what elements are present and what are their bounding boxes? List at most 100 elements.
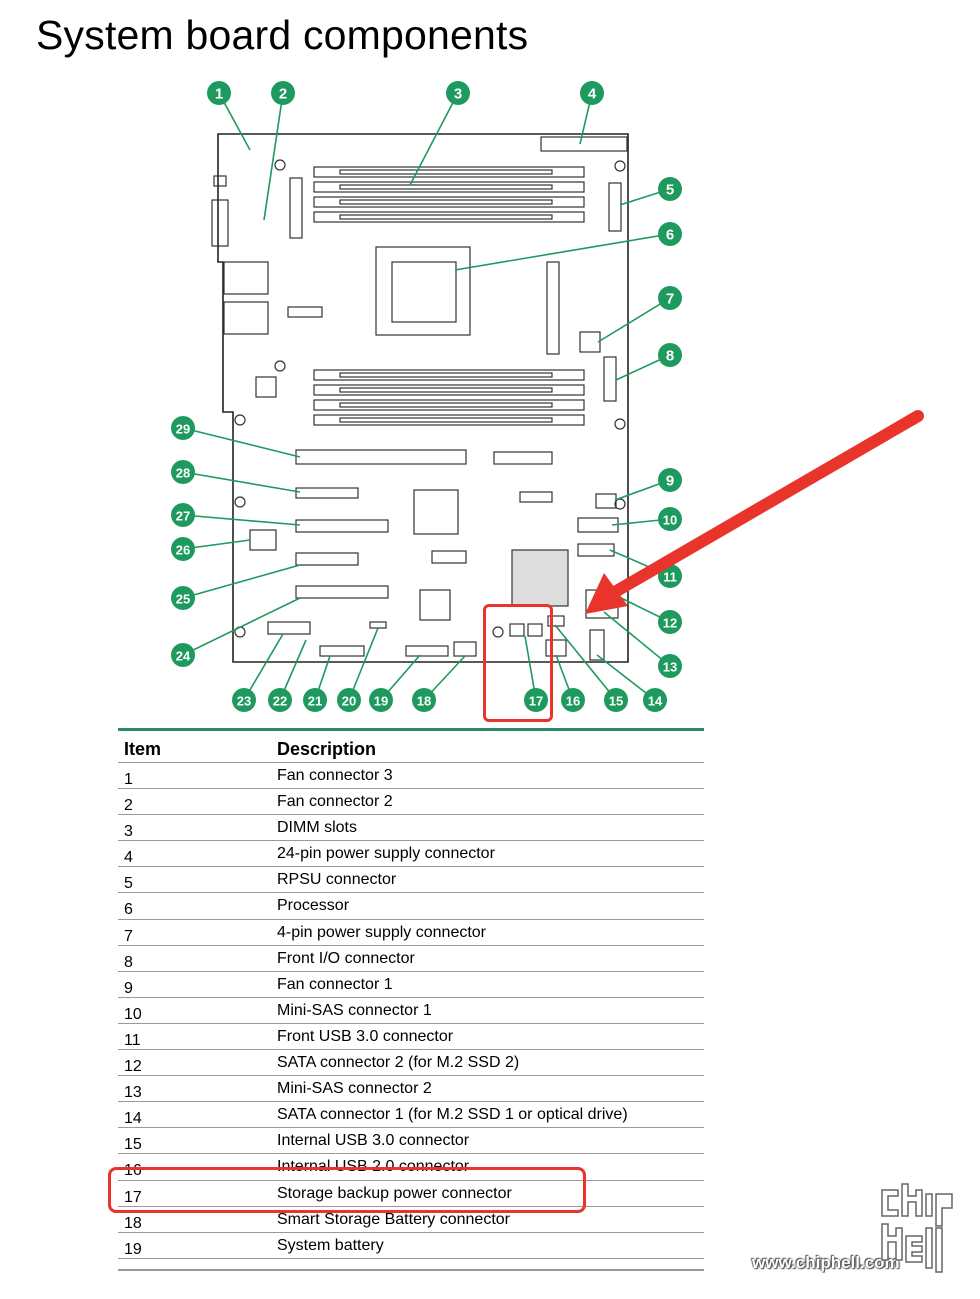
callout-26: 26 — [171, 537, 195, 561]
row-item-number: 5 — [124, 875, 133, 893]
callout-label: 5 — [666, 182, 674, 199]
row-item-number: 11 — [124, 1031, 141, 1049]
callout-18: 18 — [412, 688, 436, 712]
leader-line — [182, 514, 301, 526]
dimm-slot-inner — [339, 184, 553, 190]
callout-24: 24 — [171, 643, 195, 667]
connector-20 — [369, 621, 387, 629]
dimm-slot-inner — [339, 372, 553, 378]
pcie-slot-27 — [295, 519, 389, 533]
leader-line — [243, 633, 284, 701]
callout-17-highlight — [483, 604, 553, 722]
row-description: Internal USB 3.0 connector — [277, 1132, 470, 1150]
row-description: SATA connector 2 (for M.2 SSD 2) — [277, 1054, 520, 1072]
callout-circle — [303, 688, 327, 712]
callout-4: 4 — [580, 81, 604, 105]
dimm-slot-inner — [339, 417, 553, 423]
callout-circle — [658, 286, 682, 310]
callout-27: 27 — [171, 503, 195, 527]
connector-21 — [319, 645, 365, 657]
callout-label: 28 — [176, 466, 190, 481]
connector-26 — [249, 529, 277, 551]
callout-label: 20 — [342, 694, 356, 709]
callout-label: 19 — [374, 694, 388, 709]
pcie-slot-29 — [295, 449, 467, 465]
leader-line — [348, 627, 379, 701]
callout-label: 3 — [454, 86, 462, 103]
leader-line — [182, 597, 301, 656]
row-description: 24-pin power supply connector — [277, 845, 495, 863]
callout-label: 4 — [588, 86, 597, 103]
callout-label: 29 — [176, 422, 190, 437]
page-title: System board components — [36, 12, 529, 58]
leader-line — [263, 92, 284, 221]
row-description: RPSU connector — [277, 871, 397, 889]
table-row: 10 Mini-SAS connector 1 — [118, 998, 704, 1024]
mounting-hole — [234, 414, 246, 426]
row-item-number: 19 — [124, 1240, 142, 1258]
callout-1: 1 — [207, 81, 231, 105]
rear-io-lan — [223, 301, 269, 335]
table-bottom-rule — [118, 1269, 704, 1271]
callout-12: 12 — [658, 610, 682, 634]
leader-line — [182, 427, 301, 458]
callout-label: 13 — [663, 660, 677, 675]
row-item-number: 6 — [124, 901, 133, 919]
dimm-slot-inner — [339, 169, 553, 175]
callout-circle — [207, 81, 231, 105]
front-usb-3 — [577, 543, 615, 557]
callout-5: 5 — [658, 177, 682, 201]
row-item-number: 12 — [124, 1058, 142, 1076]
callout-21: 21 — [303, 688, 327, 712]
callout-13: 13 — [658, 654, 682, 678]
callout-circle — [369, 688, 393, 712]
callout-label: 25 — [176, 592, 190, 607]
dimm-slot-inner — [339, 214, 553, 220]
callout-19: 19 — [369, 688, 393, 712]
storage-backup-a — [509, 623, 525, 637]
system-board-outline — [217, 133, 629, 663]
leader-line — [597, 297, 671, 343]
mounting-hole — [492, 626, 504, 638]
callout-circle — [271, 81, 295, 105]
callout-10: 10 — [658, 507, 682, 531]
callout-16: 16 — [561, 688, 585, 712]
connector-23 — [267, 621, 311, 635]
row-description: Storage backup power connector — [277, 1184, 512, 1202]
callout-circle — [658, 507, 682, 531]
watermark-site: www.chiphell.com — [752, 1253, 900, 1272]
callout-circle — [446, 81, 470, 105]
row-description: Fan connector 2 — [277, 793, 393, 811]
header-description: Description — [277, 739, 377, 759]
callout-circle — [658, 222, 682, 246]
row-description: Mini-SAS connector 1 — [277, 1001, 432, 1019]
row-item-number: 1 — [124, 771, 133, 788]
dimm-slot — [313, 166, 585, 178]
table-header: Item Description — [118, 731, 704, 763]
callout-circle — [658, 654, 682, 678]
processor-socket — [375, 246, 471, 336]
row-item-number: 10 — [124, 1005, 142, 1023]
callout-circle — [171, 460, 195, 484]
callout-label: 1 — [215, 86, 223, 103]
callout-15: 15 — [604, 688, 628, 712]
chipset — [413, 489, 459, 535]
table-row: 12 SATA connector 2 (for M.2 SSD 2) — [118, 1050, 704, 1077]
small-chip — [255, 376, 277, 398]
row-item-number: 13 — [124, 1084, 142, 1102]
callout-label: 2 — [279, 86, 287, 103]
table-row: 5 RPSU connector — [118, 867, 704, 894]
header-item: Item — [124, 739, 162, 759]
callout-25: 25 — [171, 586, 195, 610]
callout-label: 12 — [663, 616, 677, 631]
callout-circle — [171, 643, 195, 667]
fan-connector-1 — [595, 493, 617, 509]
leader-line — [596, 654, 656, 701]
